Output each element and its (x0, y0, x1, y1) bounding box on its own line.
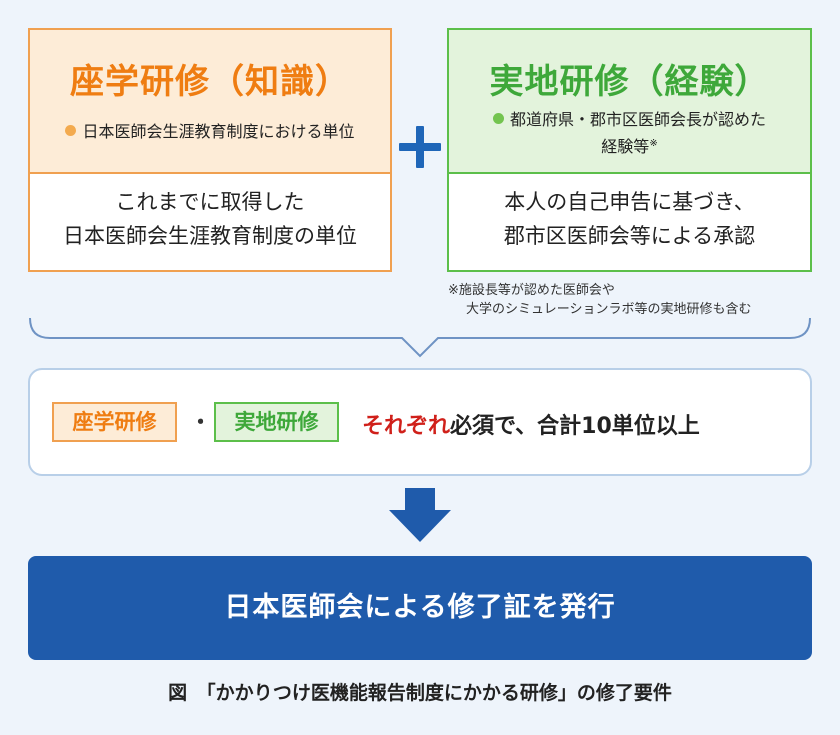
zagaku-body-line: これまでに取得した (115, 190, 305, 214)
jitchi-bullet: 都道府県・郡市区医師会長が認めた 経験等※ (461, 108, 798, 159)
jitchi-bullet-line1: 都道府県・郡市区医師会長が認めた (509, 110, 766, 129)
zagaku-body-line: 日本医師会生涯教育制度の単位 (63, 224, 357, 248)
zagaku-box-header: 座学研修（知識） 日本医師会生涯教育制度における単位 (30, 30, 390, 174)
jitchi-bullet-line2: 経験等 (601, 137, 650, 156)
arrow-down-icon (389, 488, 451, 542)
jitchi-body-line: 郡市区医師会等による承認 (503, 224, 756, 248)
brace-connector (29, 317, 811, 358)
note-mark: ※ (649, 138, 658, 149)
footnote-line1: ※施設長等が認めた医師会や (448, 283, 615, 298)
figure-caption: 図 「かかりつけ医機能報告制度にかかる研修」の修了要件 (168, 682, 672, 704)
zagaku-bullet-text: 日本医師会生涯教育制度における単位 (82, 122, 355, 141)
plus-icon (399, 126, 441, 168)
footnote: ※施設長等が認めた医師会や 大学のシミュレーションラボ等の実地研修も含む (448, 281, 818, 319)
jitchi-box: 実地研修（経験） 都道府県・郡市区医師会長が認めた 経験等※ 本人の自己申告に基… (447, 28, 812, 272)
jitchi-body: 本人の自己申告に基づき、 郡市区医師会等による承認 (449, 185, 810, 253)
jitchi-box-header: 実地研修（経験） 都道府県・郡市区医師会長が認めた 経験等※ (449, 30, 810, 174)
tag-separator: ・ (190, 410, 211, 434)
result-banner: 日本医師会による修了証を発行 (28, 556, 812, 660)
zagaku-box: 座学研修（知識） 日本医師会生涯教育制度における単位 これまでに取得した 日本医… (28, 28, 392, 272)
bullet-dot-icon (492, 113, 504, 124)
requirement-text: それぞれ必須で、合計10単位以上 (362, 408, 700, 440)
requirement-box: 座学研修 ・ 実地研修 それぞれ必須で、合計10単位以上 (28, 368, 812, 476)
zagaku-body: これまでに取得した 日本医師会生涯教育制度の単位 (30, 185, 390, 253)
tag-zagaku: 座学研修 (52, 402, 177, 442)
requirement-emphasis: それぞれ (362, 414, 451, 439)
jitchi-title: 実地研修（経験） (489, 62, 770, 102)
tag-jitchi: 実地研修 (214, 402, 339, 442)
requirement-rest: 必須で、合計10単位以上 (450, 414, 700, 439)
zagaku-bullet: 日本医師会生涯教育制度における単位 (42, 120, 378, 144)
jitchi-body-line: 本人の自己申告に基づき、 (504, 190, 755, 214)
footnote-line2: 大学のシミュレーションラボ等の実地研修も含む (466, 302, 752, 317)
zagaku-title: 座学研修（知識） (70, 62, 350, 102)
bullet-dot-icon (65, 125, 77, 136)
